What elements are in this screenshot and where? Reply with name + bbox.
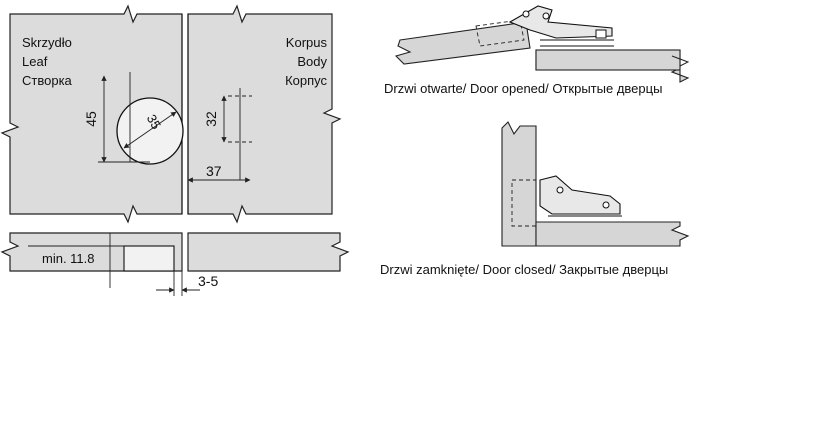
leaf-label-ru: Створка (22, 73, 73, 88)
leaf-label-pl: Skrzydło (22, 35, 72, 50)
leaf-panel (0, 4, 183, 224)
dim-cup-distance: 45 (83, 111, 99, 127)
body-section (187, 232, 350, 272)
dim-plate-spacing: 32 (203, 111, 219, 127)
dim-min-thickness: min. 11.8 (42, 251, 95, 266)
body-label-pl: Korpus (286, 35, 328, 50)
body-label-en: Body (297, 54, 327, 69)
cup-recess (123, 245, 175, 272)
body-label-ru: Корпус (285, 73, 327, 88)
door-closed-caption: Drzwi zamknięte/ Door closed/ Закрытые д… (380, 262, 668, 277)
body-panel (187, 4, 342, 224)
leaf-label-en: Leaf (22, 54, 48, 69)
front-view: Skrzydło Leaf Створка Korpus Body Корпус… (0, 4, 342, 224)
door-opened-caption: Drzwi otwarte/ Door opened/ Открытые две… (384, 81, 662, 96)
cup-hole (116, 97, 184, 165)
dim-plate-offset: 37 (206, 163, 222, 179)
door-closed-diagram: Drzwi zamknięte/ Door closed/ Закрытые д… (380, 121, 690, 277)
dim-gap: 3-5 (198, 273, 218, 289)
door-opened-diagram: Drzwi otwarte/ Door opened/ Открытые две… (384, 5, 690, 96)
dim-cup-diameter: 35 (144, 112, 164, 132)
section-view: min. 11.8 3-5 (0, 232, 350, 296)
